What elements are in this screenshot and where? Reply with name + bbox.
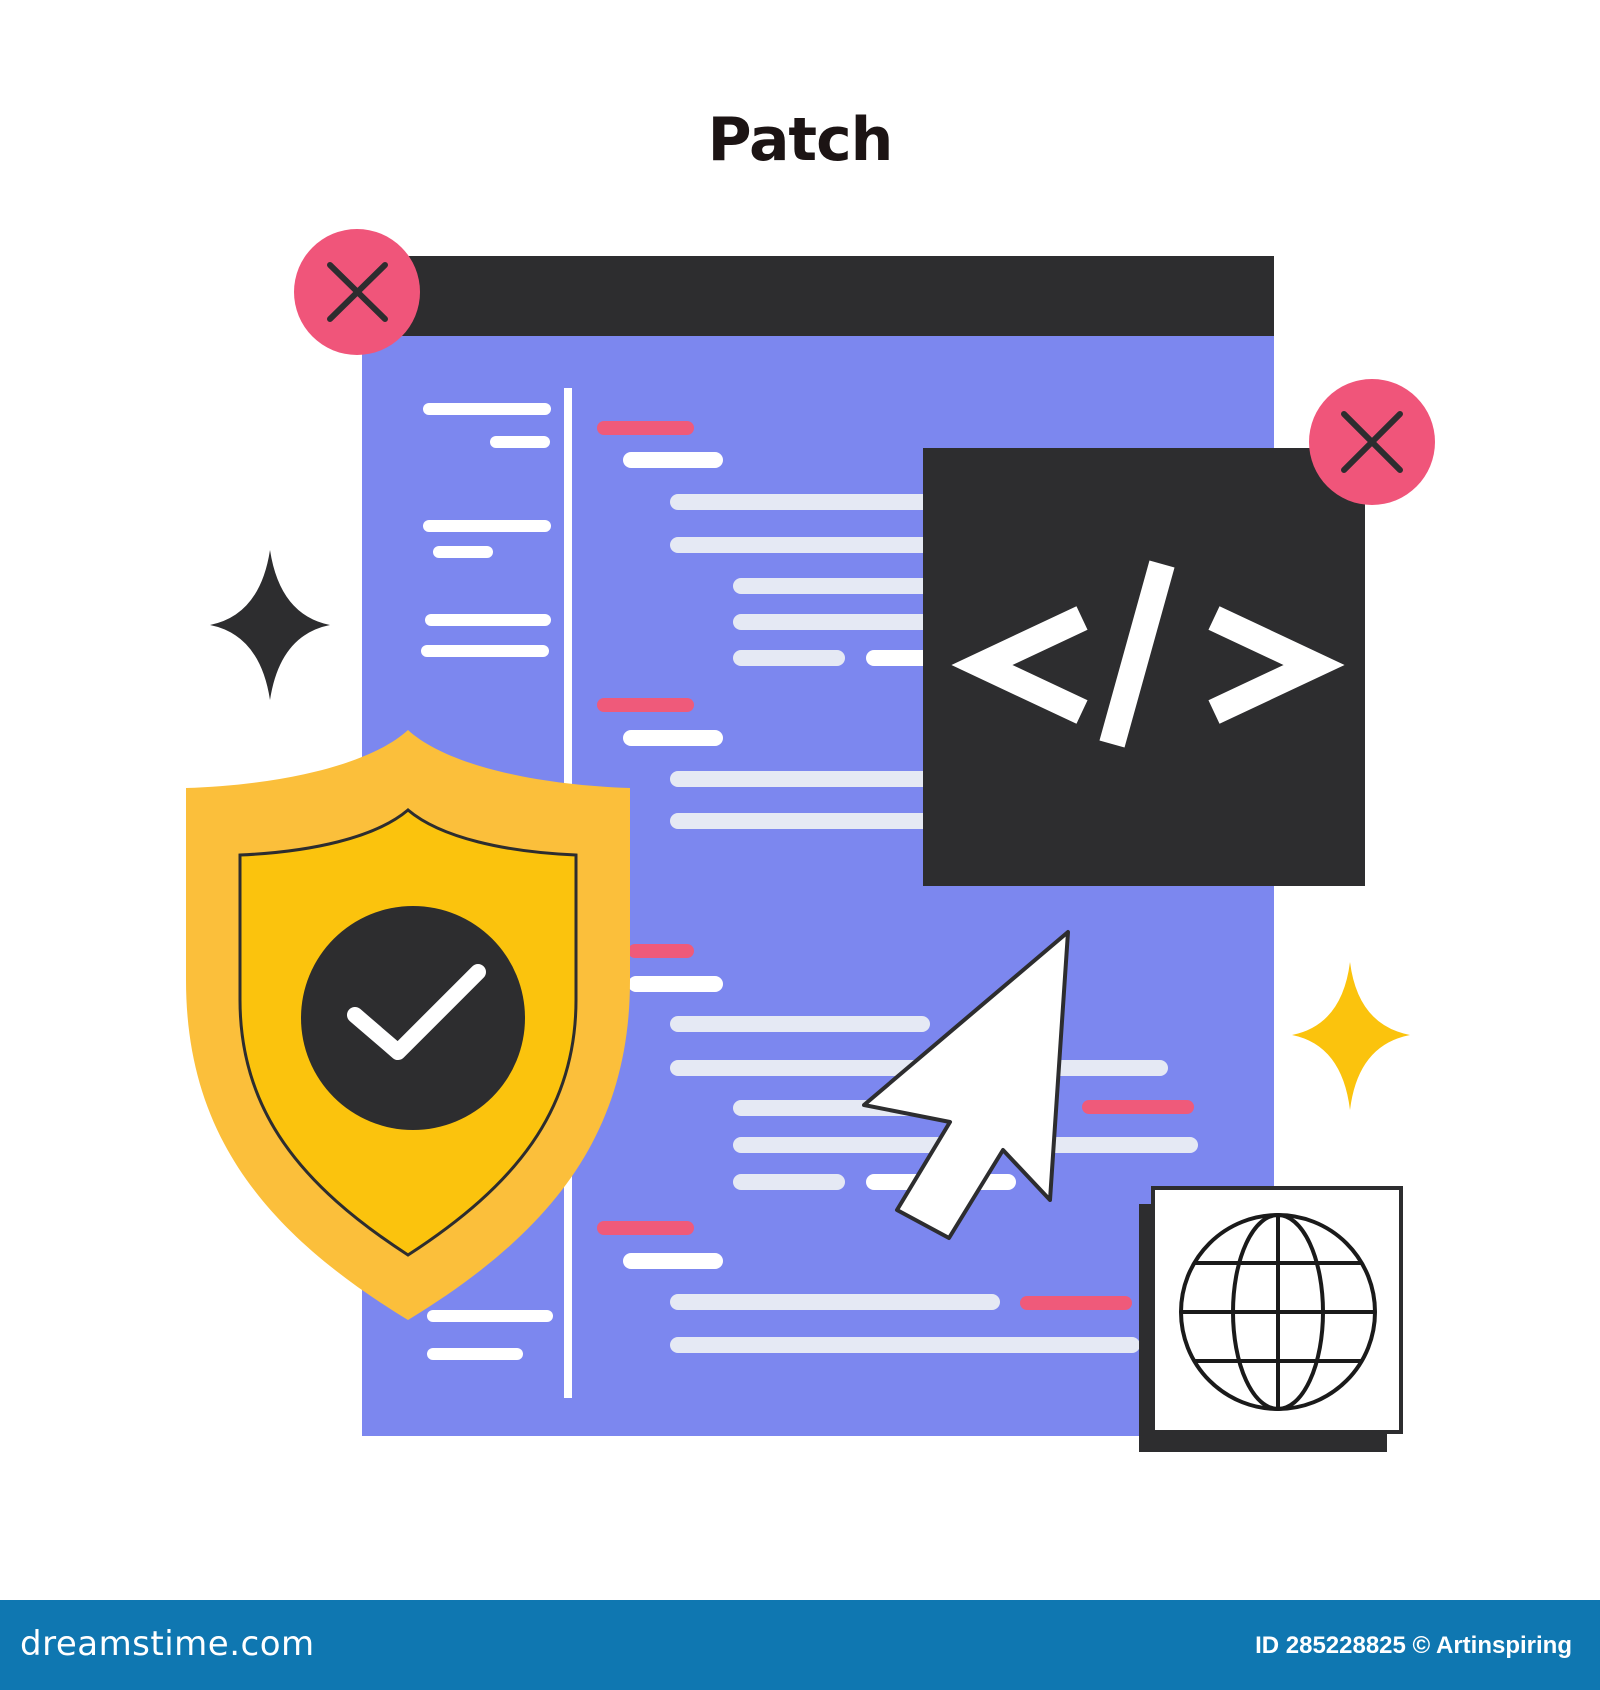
close-button[interactable] <box>294 229 420 355</box>
close-icon <box>327 262 388 322</box>
check-icon <box>347 964 486 1060</box>
code-symbol-card <box>923 448 1365 886</box>
window-title-bar <box>362 256 1274 336</box>
close-icon <box>1341 411 1403 473</box>
code-block <box>597 1221 1140 1353</box>
check-badge <box>301 906 525 1130</box>
sparkle-icon <box>210 550 330 700</box>
page-title: Patch <box>707 105 894 175</box>
code-icon <box>951 560 1345 748</box>
patch-illustration: dreamstime dreamstime dreamstime dreamst… <box>186 229 1435 1452</box>
footer-brand[interactable]: dreamstime.com <box>20 1624 315 1664</box>
globe-card[interactable] <box>1139 1186 1403 1452</box>
sparkle-icon <box>1292 962 1410 1110</box>
globe-icon <box>1179 1213 1377 1411</box>
line-number-marks <box>421 403 553 1360</box>
code-block <box>597 698 940 829</box>
cursor-icon <box>862 930 1070 1240</box>
footer-bar: dreamstime.com ID 285228825 © Artinspiri… <box>0 1600 1600 1690</box>
close-button[interactable] <box>1309 379 1435 505</box>
shield-icon <box>186 730 630 1320</box>
code-block <box>597 421 946 666</box>
footer-id-credit: ID 285228825 © Artinspiring <box>1255 1632 1572 1659</box>
